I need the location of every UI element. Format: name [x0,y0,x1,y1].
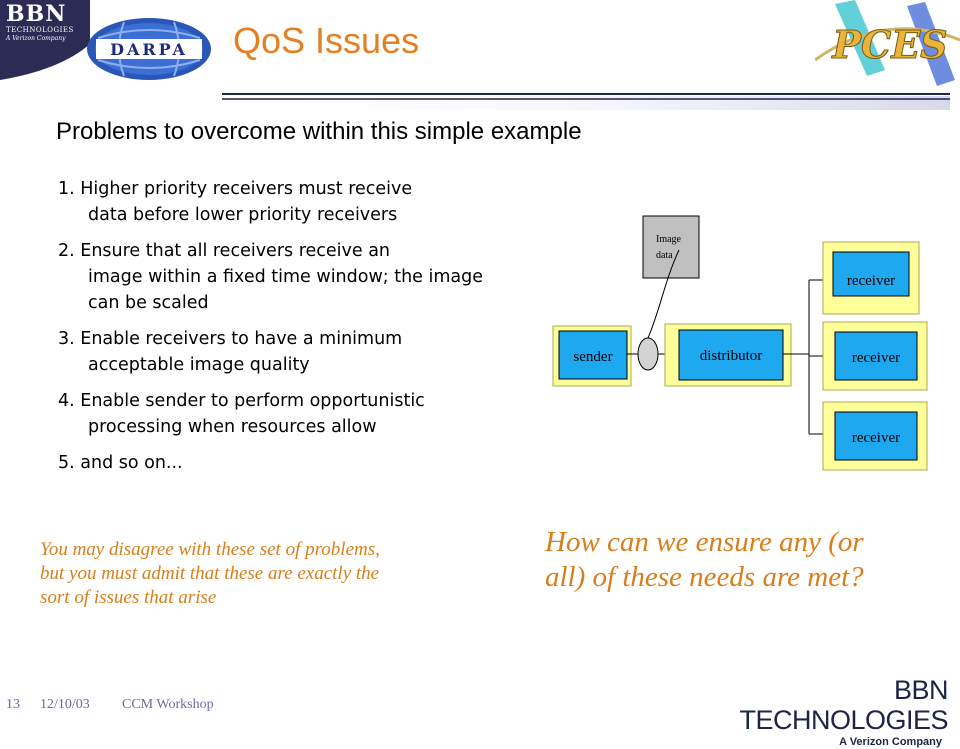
corner-logo-background [0,0,90,80]
footer-event: CCM Workshop [122,697,214,712]
receiver-label: receiver [852,430,900,446]
bbn-logo: BBN TECHNOLOGIES A Verizon Company [733,675,948,749]
darpa-logo-text: DARPA [110,40,188,59]
receiver-box [834,331,918,381]
problem-list: 1. Higher priority receivers must receiv… [58,176,518,486]
corner-logo: BBN TECHNOLOGIES A Verizon Company [6,2,76,43]
architecture-diagram: Image data sender distributor receiver r… [552,215,928,471]
title-divider [222,93,950,110]
sender-label: sender [573,349,612,365]
pces-logo: PCES [815,0,960,86]
list-item: 3. Enable receivers to have a minimum ac… [58,326,518,378]
pces-logo-text: PCES [831,22,947,67]
list-item-lead: 3. Enable receivers to have a minimum [58,329,403,349]
connector-oval [637,337,659,371]
image-data-label-line1: Image [656,234,682,245]
closing-question: How can we ensure any (or all) of these … [545,526,864,593]
distributor-box [678,329,784,381]
sender-box [558,330,628,380]
list-item-continuation: acceptable image quality [88,355,310,375]
corner-logo-tagline: A Verizon Company [6,35,66,42]
slide-number: 13 [6,697,20,712]
list-item-lead: 5. and so on... [58,453,183,473]
list-item: 1. Higher priority receivers must receiv… [58,176,518,228]
corner-logo-name: BBN [6,1,67,27]
image-data-box [642,215,700,279]
list-item-lead: 1. Higher priority receivers must receiv… [58,179,413,199]
darpa-logo: DARPA [87,18,211,80]
receiver-label: receiver [847,273,895,289]
image-data-link [647,249,680,339]
page-title: QoS Issues [233,20,420,61]
list-item-lead: 4. Enable sender to perform opportunisti… [58,391,425,411]
footer-date: 12/10/03 [40,697,90,712]
receiver-box [834,411,918,461]
receiver-label: receiver [852,350,900,366]
bbn-logo-name: BBN TECHNOLOGIES [739,675,948,735]
list-item-continuation: data before lower priority receivers [88,205,398,225]
list-item: 4. Enable sender to perform opportunisti… [58,388,518,440]
list-item: 5. and so on... [58,450,518,476]
section-subtitle: Problems to overcome within this simple … [56,118,582,145]
list-item-continuation: processing when resources allow [88,417,377,437]
receiver-box [832,251,910,297]
disclaimer-note: You may disagree with these set of probl… [40,539,380,608]
list-item-continuation: image within a fixed time window; the im… [88,267,484,313]
list-item: 2. Ensure that all receivers receive an … [58,238,518,316]
list-item-lead: 2. Ensure that all receivers receive an [58,241,391,261]
corner-logo-subline: TECHNOLOGIES [6,26,74,34]
image-data-label-line2: data [656,250,673,261]
bbn-logo-tagline: A Verizon Company [839,736,942,748]
distributor-label: distributor [700,348,763,364]
